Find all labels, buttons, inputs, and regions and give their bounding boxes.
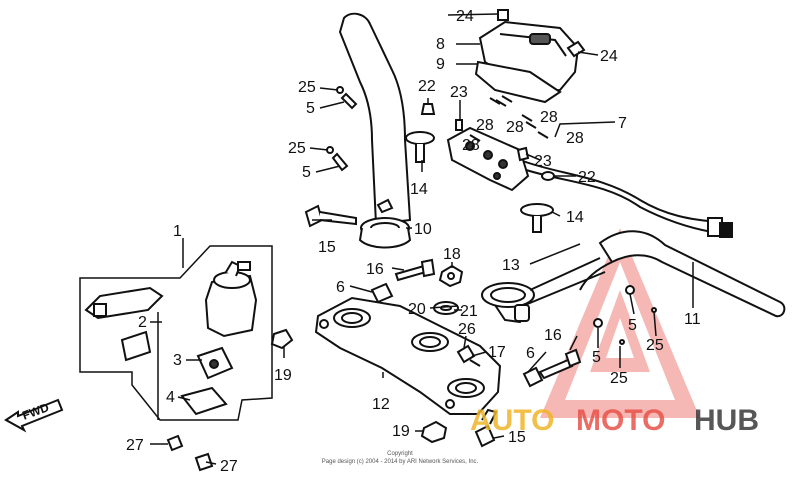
watermark-moto: MOTO bbox=[576, 404, 665, 437]
leader-lines bbox=[150, 13, 694, 465]
watermark-logo bbox=[540, 228, 700, 418]
callout-28-e: 28 bbox=[462, 137, 480, 154]
callout-24-a: 24 bbox=[456, 8, 474, 25]
callout-27-a: 27 bbox=[126, 437, 144, 454]
ignition-lock bbox=[204, 260, 258, 338]
right-handlebar bbox=[481, 230, 786, 324]
copyright-block: Copyright Page design (c) 2004 - 2014 by… bbox=[322, 451, 479, 465]
callout-23-a: 23 bbox=[450, 84, 468, 101]
callout-5-a: 5 bbox=[306, 100, 315, 117]
callout-25-c: 25 bbox=[646, 337, 664, 354]
watermark-triangle-icon bbox=[540, 228, 700, 418]
ignition-mount-plate bbox=[84, 286, 164, 320]
callout-25-d: 25 bbox=[610, 370, 628, 387]
switch-body-7 bbox=[446, 126, 530, 192]
screw-19-right bbox=[270, 328, 294, 350]
screws-27 bbox=[166, 434, 214, 472]
bolt-14-upper bbox=[405, 131, 435, 163]
ignition-bracket-outline bbox=[79, 245, 273, 421]
callout-25-a: 25 bbox=[298, 79, 316, 96]
callout-10: 10 bbox=[414, 221, 432, 238]
nut-18 bbox=[438, 264, 464, 288]
callout-20: 20 bbox=[408, 301, 426, 318]
callout-25-b: 25 bbox=[288, 140, 306, 157]
callout-14-b: 14 bbox=[566, 209, 584, 226]
left-handlebar bbox=[338, 12, 412, 249]
top-bridge-12 bbox=[314, 296, 502, 415]
callout-5-c: 5 bbox=[628, 317, 637, 334]
bolt-16-right bbox=[522, 348, 582, 388]
screws-top bbox=[420, 9, 586, 181]
callout-22-a: 22 bbox=[418, 78, 436, 95]
callout-15-a: 15 bbox=[318, 239, 336, 256]
switch-plate-9 bbox=[474, 60, 562, 104]
screw-19-lower bbox=[420, 420, 448, 444]
callout-11: 11 bbox=[684, 311, 701, 328]
copyright-line-2: Page design (c) 2004 - 2014 by ARI Netwo… bbox=[322, 459, 479, 465]
contact-springs-28 bbox=[469, 95, 549, 142]
bolt-14-lower bbox=[520, 203, 554, 233]
callout-24-b: 24 bbox=[600, 48, 618, 65]
callout-21: 21 bbox=[460, 303, 478, 320]
callout-7: 7 bbox=[618, 115, 627, 132]
callout-4: 4 bbox=[166, 389, 175, 406]
callout-26: 26 bbox=[458, 321, 476, 338]
callout-3: 3 bbox=[173, 352, 182, 369]
contact-3 bbox=[196, 346, 234, 380]
screws-left bbox=[326, 86, 358, 172]
callout-2: 2 bbox=[138, 314, 147, 331]
callout-16-a: 16 bbox=[366, 261, 384, 278]
callout-6-b: 6 bbox=[526, 345, 535, 362]
callout-19-a: 19 bbox=[274, 367, 292, 384]
contact-base-2 bbox=[120, 330, 152, 362]
callout-9: 9 bbox=[436, 56, 445, 73]
callout-19-b: 19 bbox=[392, 423, 410, 440]
callout-16-b: 16 bbox=[544, 327, 562, 344]
collar-6-left bbox=[370, 282, 394, 304]
callout-28-a: 28 bbox=[476, 117, 494, 134]
bolt-15-upper bbox=[304, 204, 357, 228]
callout-17: 17 bbox=[488, 344, 506, 361]
arrow-left-icon bbox=[4, 398, 64, 433]
callout-13: 13 bbox=[502, 257, 520, 274]
forward-direction-arrow: FWD bbox=[4, 398, 64, 433]
watermark-text: AUTO MOTO HUB bbox=[470, 404, 759, 437]
callout-15-b: 15 bbox=[508, 429, 526, 446]
screws-right bbox=[593, 285, 657, 345]
callout-5-b: 5 bbox=[302, 164, 311, 181]
callout-14-a: 14 bbox=[410, 181, 428, 198]
watermark-hub: HUB bbox=[694, 404, 759, 437]
callout-6-a: 6 bbox=[336, 279, 345, 296]
callout-18: 18 bbox=[443, 246, 461, 263]
contact-4 bbox=[180, 386, 228, 416]
callout-28-c: 28 bbox=[540, 109, 558, 126]
copyright-line-1: Copyright bbox=[387, 451, 413, 457]
callout-1: 1 bbox=[173, 223, 182, 240]
callout-12: 12 bbox=[372, 396, 390, 413]
callout-27-b: 27 bbox=[220, 458, 238, 475]
callout-5-d: 5 bbox=[592, 349, 601, 366]
wiring-harness bbox=[519, 159, 733, 238]
watermark-auto: AUTO bbox=[470, 404, 554, 437]
callout-numbers: 1 2 3 4 5 5 5 5 6 6 7 8 9 10 11 12 13 14… bbox=[126, 8, 701, 475]
bolt-15-lower bbox=[474, 408, 498, 448]
callout-28-d: 28 bbox=[566, 130, 584, 147]
callout-28-b: 28 bbox=[506, 119, 524, 136]
callout-23-b: 23 bbox=[534, 153, 552, 170]
callout-22-b: 22 bbox=[578, 169, 596, 186]
callout-8: 8 bbox=[436, 36, 445, 53]
bolt-16 bbox=[394, 258, 436, 282]
